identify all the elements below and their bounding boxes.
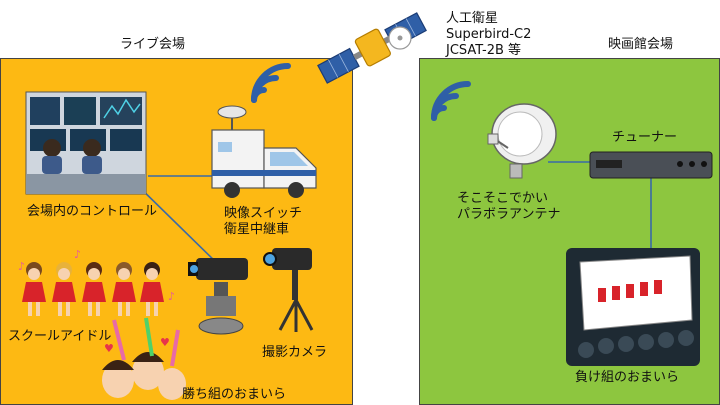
svg-text:♪: ♪ <box>18 260 25 273</box>
relay-truck-icon <box>211 105 317 198</box>
losers-label: 負け組のおまいら <box>575 370 680 385</box>
parabolic-dish-icon <box>487 103 557 179</box>
control-room-label: 会場内のコントロール <box>27 204 158 219</box>
theater-title: 映画館会場 <box>608 37 674 52</box>
tuner-icon <box>589 151 713 179</box>
relay-truck-label-line2: 衛星中継車 <box>224 222 290 237</box>
winners-crowd-icon: ♥ ♥ <box>102 317 186 400</box>
svg-text:♥: ♥ <box>160 336 170 349</box>
live-venue-title: ライブ会場 <box>120 37 186 52</box>
studio-camera-icon <box>188 258 248 335</box>
relay-truck-label-line1: 映像スイッチ <box>224 206 303 221</box>
dish-label-line2: パラボラアンテナ <box>457 207 561 222</box>
satellite-label-line1: 人工衛星 <box>446 11 499 26</box>
theater-icon <box>566 248 700 366</box>
satellite-label-line3: JCSAT-2B 等 <box>446 43 522 58</box>
svg-text:♥: ♥ <box>104 342 114 355</box>
camera-label: 撮影カメラ <box>262 345 328 360</box>
signal-icon-theater <box>431 81 471 121</box>
control-room-icon <box>25 91 147 195</box>
tuner-label: チューナー <box>612 130 678 145</box>
dish-label-line1: そこそこでかい <box>457 191 549 206</box>
satellite-icon <box>317 12 427 84</box>
idols-label: スクールアイドル <box>8 329 112 344</box>
winners-label: 勝ち組のおまいら <box>182 387 287 402</box>
idols-icon: ♪ ♪ ♪ <box>18 248 175 316</box>
gimbal-camera-icon <box>263 248 314 332</box>
svg-text:♪: ♪ <box>168 290 175 303</box>
signal-icon-truck <box>251 63 291 103</box>
satellite-label-line2: Superbird-C2 <box>446 27 532 42</box>
svg-text:♪: ♪ <box>74 248 81 261</box>
